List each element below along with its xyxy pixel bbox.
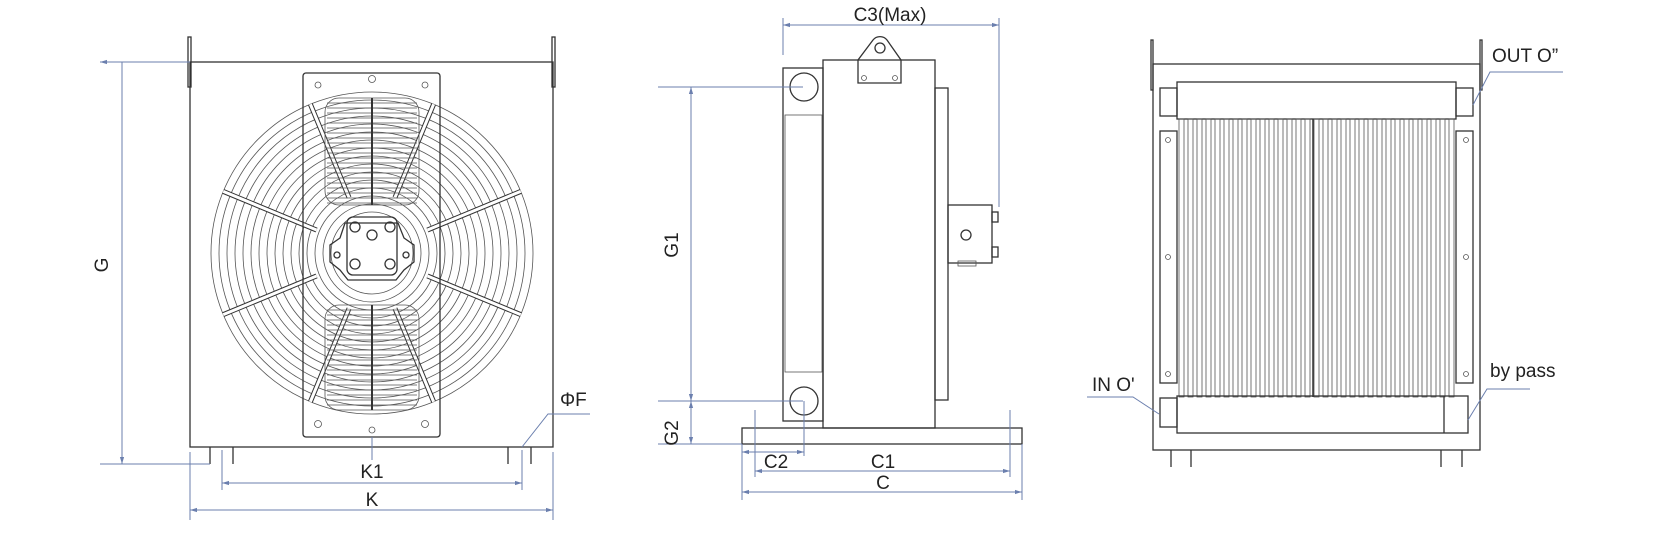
label-bypass: by pass: [1490, 361, 1555, 382]
top-header-tank: [1176, 81, 1457, 120]
lifting-tab-right: [551, 36, 556, 88]
header-box: [782, 67, 824, 422]
label-g2: G2: [662, 420, 683, 445]
label-k1: K1: [360, 462, 383, 483]
hydraulic-motor: [329, 216, 415, 281]
inlet-port: [1159, 397, 1178, 428]
inlet-leader: [1087, 396, 1160, 415]
label-c2: C2: [764, 452, 788, 473]
bottom-header-tank: [1176, 395, 1469, 434]
side-plate-left: [1159, 130, 1178, 384]
plate-grills: [324, 97, 420, 411]
label-c3: C3(Max): [854, 5, 927, 26]
label-g1: G1: [662, 232, 683, 257]
radiator-core: [1178, 118, 1455, 398]
label-phif: ΦF: [560, 390, 587, 411]
bypass-leader: [1467, 388, 1530, 421]
front-view: G K1 K ΦF: [92, 36, 590, 520]
rear-feet: [1170, 450, 1463, 467]
side-plate-right: [1455, 130, 1474, 384]
label-c1: C1: [871, 452, 895, 473]
side-view: C3(Max) G1 G2 C2 C1 C: [658, 5, 1023, 500]
label-outlet: OUT O”: [1492, 46, 1558, 67]
lifting-lug: [857, 36, 902, 84]
motor-plate-side: [934, 87, 949, 401]
dim-g-line: [100, 62, 210, 464]
front-feet: [209, 447, 532, 464]
label-k: K: [366, 490, 379, 511]
base-plate: [741, 427, 1023, 445]
rear-frame: [1152, 63, 1481, 451]
hydraulic-motor-side: [947, 204, 999, 267]
rear-view: OUT O” by pass IN O': [1087, 39, 1563, 467]
label-g: G: [92, 258, 113, 273]
label-inlet: IN O': [1092, 375, 1135, 396]
dim-phif-leader: [521, 413, 590, 448]
fan-housing: [822, 59, 936, 429]
label-c: C: [876, 473, 890, 494]
outlet-leader: [1472, 71, 1563, 106]
